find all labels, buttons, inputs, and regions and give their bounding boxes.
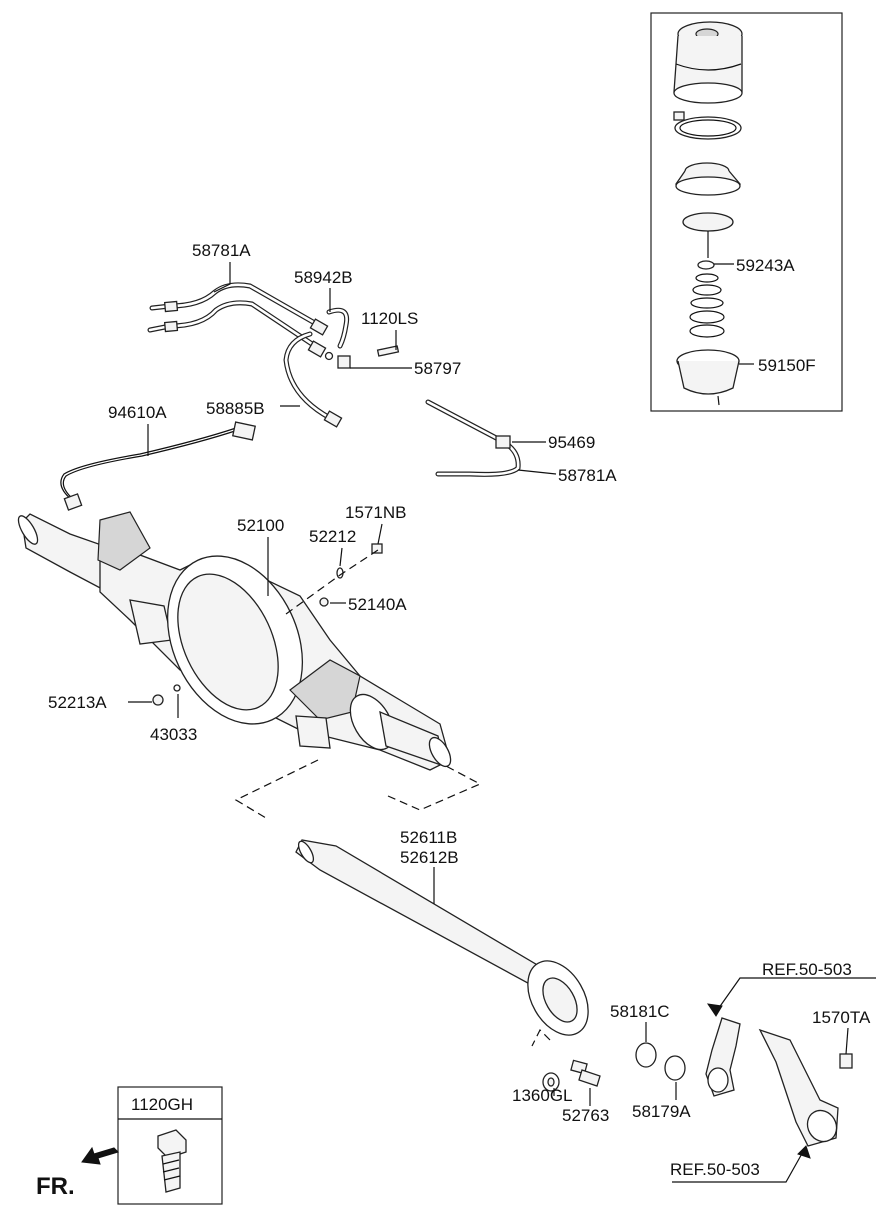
nipple-1570TA bbox=[839, 1053, 853, 1069]
label-58181C: 58181C bbox=[610, 1002, 670, 1021]
label-58885B: 58885B bbox=[206, 399, 265, 418]
bolt-legend bbox=[117, 1086, 223, 1205]
label-59243A: 59243A bbox=[736, 256, 795, 275]
slack-adjuster bbox=[705, 1017, 741, 1097]
label-43033: 43033 bbox=[150, 725, 197, 744]
label-58797: 58797 bbox=[414, 359, 461, 378]
washer-59243A bbox=[697, 260, 715, 270]
plug-1571NB bbox=[371, 543, 383, 554]
label-front-direction: FR. bbox=[36, 1173, 75, 1200]
clip-95469 bbox=[495, 435, 511, 449]
label-1120GH: 1120GH bbox=[131, 1095, 193, 1114]
seal-58181C bbox=[635, 1042, 657, 1068]
axle-shaft-reference-bracket bbox=[234, 759, 482, 819]
washer-1360GL-hole bbox=[547, 1077, 555, 1087]
label-52611B: 52611B bbox=[400, 828, 457, 847]
hex-bolt-icon bbox=[157, 1129, 187, 1193]
arrow-left-down-icon bbox=[81, 1146, 119, 1165]
label-52212: 52212 bbox=[309, 527, 356, 546]
label-58781A-right: 58781A bbox=[558, 466, 617, 485]
clamp-ring bbox=[673, 111, 742, 140]
seal-58179A bbox=[664, 1055, 686, 1081]
label-52213A: 52213A bbox=[48, 693, 107, 712]
label-1570TA: 1570TA bbox=[812, 1008, 871, 1027]
label-1120LS: 1120LS bbox=[361, 309, 418, 328]
pressure-plate bbox=[682, 212, 734, 232]
axle-shaft bbox=[295, 839, 589, 1047]
plug-52213A bbox=[152, 694, 164, 706]
union-58797 bbox=[337, 355, 351, 369]
chamber-boot bbox=[673, 21, 743, 104]
brake-chamber-assembly bbox=[650, 12, 843, 412]
label-ref-50-503-bottom: REF.50-503 bbox=[670, 1160, 760, 1179]
diaphragm-cap bbox=[675, 162, 742, 196]
label-94610A: 94610A bbox=[108, 403, 167, 422]
label-52763: 52763 bbox=[562, 1106, 609, 1125]
label-52612B: 52612B bbox=[400, 848, 459, 867]
label-58179A: 58179A bbox=[632, 1102, 691, 1121]
axle-housing bbox=[17, 511, 452, 771]
breather-52140A bbox=[319, 597, 329, 607]
label-58942B: 58942B bbox=[294, 268, 353, 287]
leader-lines bbox=[128, 262, 876, 1183]
label-52140A: 52140A bbox=[348, 595, 407, 614]
return-spring bbox=[689, 273, 725, 338]
chamber-housing bbox=[676, 349, 754, 406]
label-1360GL: 1360GL bbox=[512, 1086, 573, 1105]
label-58781A-top: 58781A bbox=[192, 241, 251, 260]
wheel-speed-sensor bbox=[231, 421, 257, 441]
brake-hoses bbox=[60, 282, 521, 511]
label-95469: 95469 bbox=[548, 433, 595, 452]
label-52100: 52100 bbox=[237, 516, 284, 535]
label-1571NB: 1571NB bbox=[345, 503, 406, 522]
chamber-bracket bbox=[758, 1028, 853, 1147]
gasket-43033 bbox=[173, 684, 181, 692]
label-59150F: 59150F bbox=[758, 356, 816, 375]
label-ref-50-503-top: REF.50-503 bbox=[762, 960, 852, 979]
brake-chamber-frame bbox=[650, 12, 843, 412]
bolt-1120LS bbox=[376, 345, 400, 357]
bolt-52763 bbox=[570, 1059, 601, 1087]
